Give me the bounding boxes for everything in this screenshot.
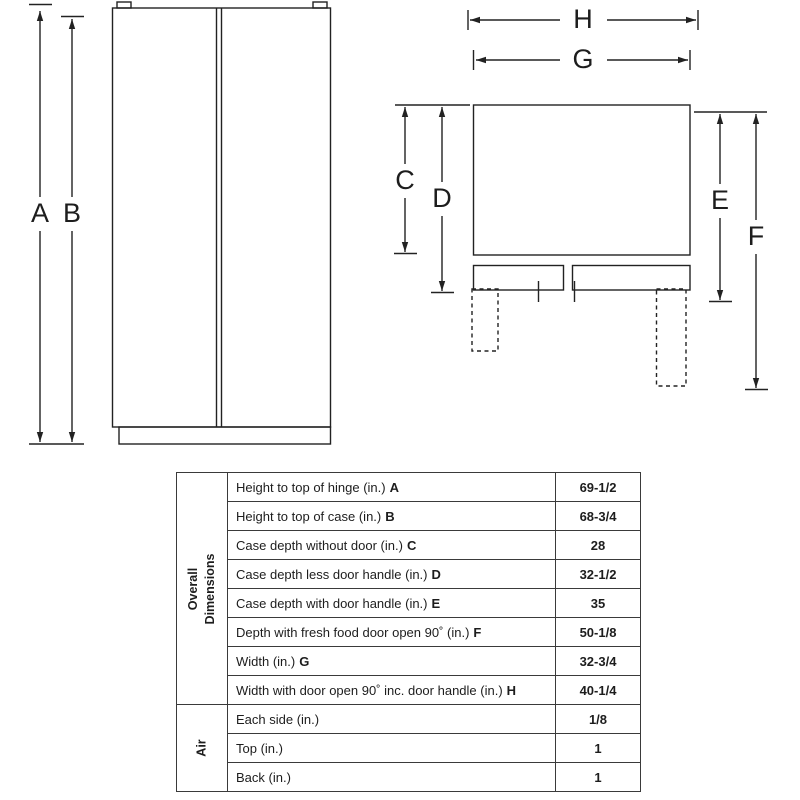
dim-label-e: E [711, 185, 729, 215]
row-label: Depth with fresh food door open 90˚ (in.… [236, 624, 470, 640]
table-row: Top (in.) 1 [177, 733, 641, 763]
row-value-cell: 28 [555, 530, 641, 560]
table-row: Height to top of case (in.)B 68-3/4 [177, 501, 641, 531]
table-row: Case depth with door handle (in.)E 35 [177, 588, 641, 618]
row-value-cell: 32-1/2 [555, 559, 641, 589]
dimension-arrow-d: D [431, 107, 454, 294]
dimension-letter: E [431, 595, 441, 611]
table-row: Case depth less door handle (in.)D 32-1/… [177, 559, 641, 589]
dimension-letter: D [431, 566, 441, 582]
dim-label-a: A [31, 198, 49, 228]
dim-label-b: B [63, 198, 81, 228]
row-value-cell: 68-3/4 [555, 501, 641, 531]
row-label-cell: Case depth without door (in.)C [227, 530, 556, 560]
dimension-arrow-c: C [394, 104, 470, 255]
left-door [472, 264, 565, 291]
row-label-cell: Case depth less door handle (in.)D [227, 559, 556, 589]
dimension-arrow-h: H [467, 4, 699, 34]
refrigerator-top-view [471, 104, 691, 387]
group-label-line: Air [194, 739, 209, 757]
dimension-arrow-e: E [694, 111, 767, 303]
dimension-letter: F [473, 624, 482, 640]
case-outline [472, 104, 691, 256]
dimension-diagram: A B H G [29, 1, 768, 445]
dimension-letter: C [406, 537, 417, 553]
row-label: Case depth less door handle (in.) [236, 566, 428, 582]
row-label-cell: Case depth with door handle (in.)E [227, 588, 556, 618]
row-value-cell: 1 [555, 762, 641, 792]
row-value-cell: 69-1/2 [555, 472, 641, 502]
dim-label-g: G [572, 44, 593, 74]
row-label: Top (in.) [236, 740, 283, 756]
group-header-air: Air [176, 704, 228, 792]
row-label: Width (in.) [236, 653, 296, 669]
row-label-cell: Width (in.)G [227, 646, 556, 676]
group-label-line: Dimensions [203, 553, 217, 624]
right-hinge [312, 1, 328, 9]
table-row: Width (in.)G 32-3/4 [177, 646, 641, 676]
dimension-letter: H [506, 682, 517, 698]
row-value-cell: 32-3/4 [555, 646, 641, 676]
left-handle-projection [471, 288, 499, 352]
dimensions-table: Overall Dimensions Height to top of hing… [176, 472, 641, 792]
row-label-cell: Back (in.) [227, 762, 556, 792]
table-row: Width with door open 90˚ inc. door handl… [177, 675, 641, 705]
row-label: Case depth without door (in.) [236, 537, 403, 553]
fridge-base [118, 426, 332, 445]
table-row: Overall Dimensions Height to top of hing… [176, 472, 641, 705]
right-handle-projection [655, 288, 687, 387]
row-label: Width with door open 90˚ inc. door handl… [236, 682, 503, 698]
row-value-cell: 1 [555, 733, 641, 763]
row-label: Case depth with door handle (in.) [236, 595, 428, 611]
row-label: Height to top of case (in.) [236, 508, 382, 524]
dimension-letter: B [385, 508, 395, 524]
row-value-cell: 50-1/8 [555, 617, 641, 647]
dimension-letter: G [299, 653, 310, 669]
dim-label-c: C [395, 165, 415, 195]
dimension-arrow-a: A [29, 3, 52, 442]
row-label: Back (in.) [236, 769, 291, 785]
refrigerator-front-view [111, 1, 332, 445]
row-label-cell: Height to top of case (in.)B [227, 501, 556, 531]
row-label-cell: Each side (in.) [227, 704, 556, 734]
right-door [571, 264, 691, 291]
group-label-line: Overall [186, 567, 201, 610]
dim-label-f: F [748, 221, 765, 251]
row-label-cell: Width with door open 90˚ inc. door handl… [227, 675, 556, 705]
dimension-letter: A [389, 479, 399, 495]
row-label-cell: Top (in.) [227, 733, 556, 763]
row-label-cell: Height to top of hinge (in.)A [227, 472, 556, 502]
row-value-cell: 35 [555, 588, 641, 618]
dim-label-h: H [573, 4, 593, 34]
table-row: Depth with fresh food door open 90˚ (in.… [177, 617, 641, 647]
row-value-cell: 40-1/4 [555, 675, 641, 705]
dimension-arrow-b: B [29, 15, 84, 445]
dimension-arrow-g: G [472, 44, 691, 74]
left-hinge [116, 1, 132, 9]
group-header-overall-dimensions: Overall Dimensions [176, 472, 228, 705]
row-value-cell: 1/8 [555, 704, 641, 734]
row-label: Each side (in.) [236, 711, 320, 727]
row-label: Height to top of hinge (in.) [236, 479, 386, 495]
dimension-arrow-f: F [745, 114, 768, 391]
dim-label-d: D [432, 183, 452, 213]
table-row: Air Each side (in.) 1/8 [176, 704, 641, 792]
table-row: Case depth without door (in.)C 28 [177, 530, 641, 560]
row-label-cell: Depth with fresh food door open 90˚ (in.… [227, 617, 556, 647]
table-row: Back (in.) 1 [177, 762, 641, 792]
